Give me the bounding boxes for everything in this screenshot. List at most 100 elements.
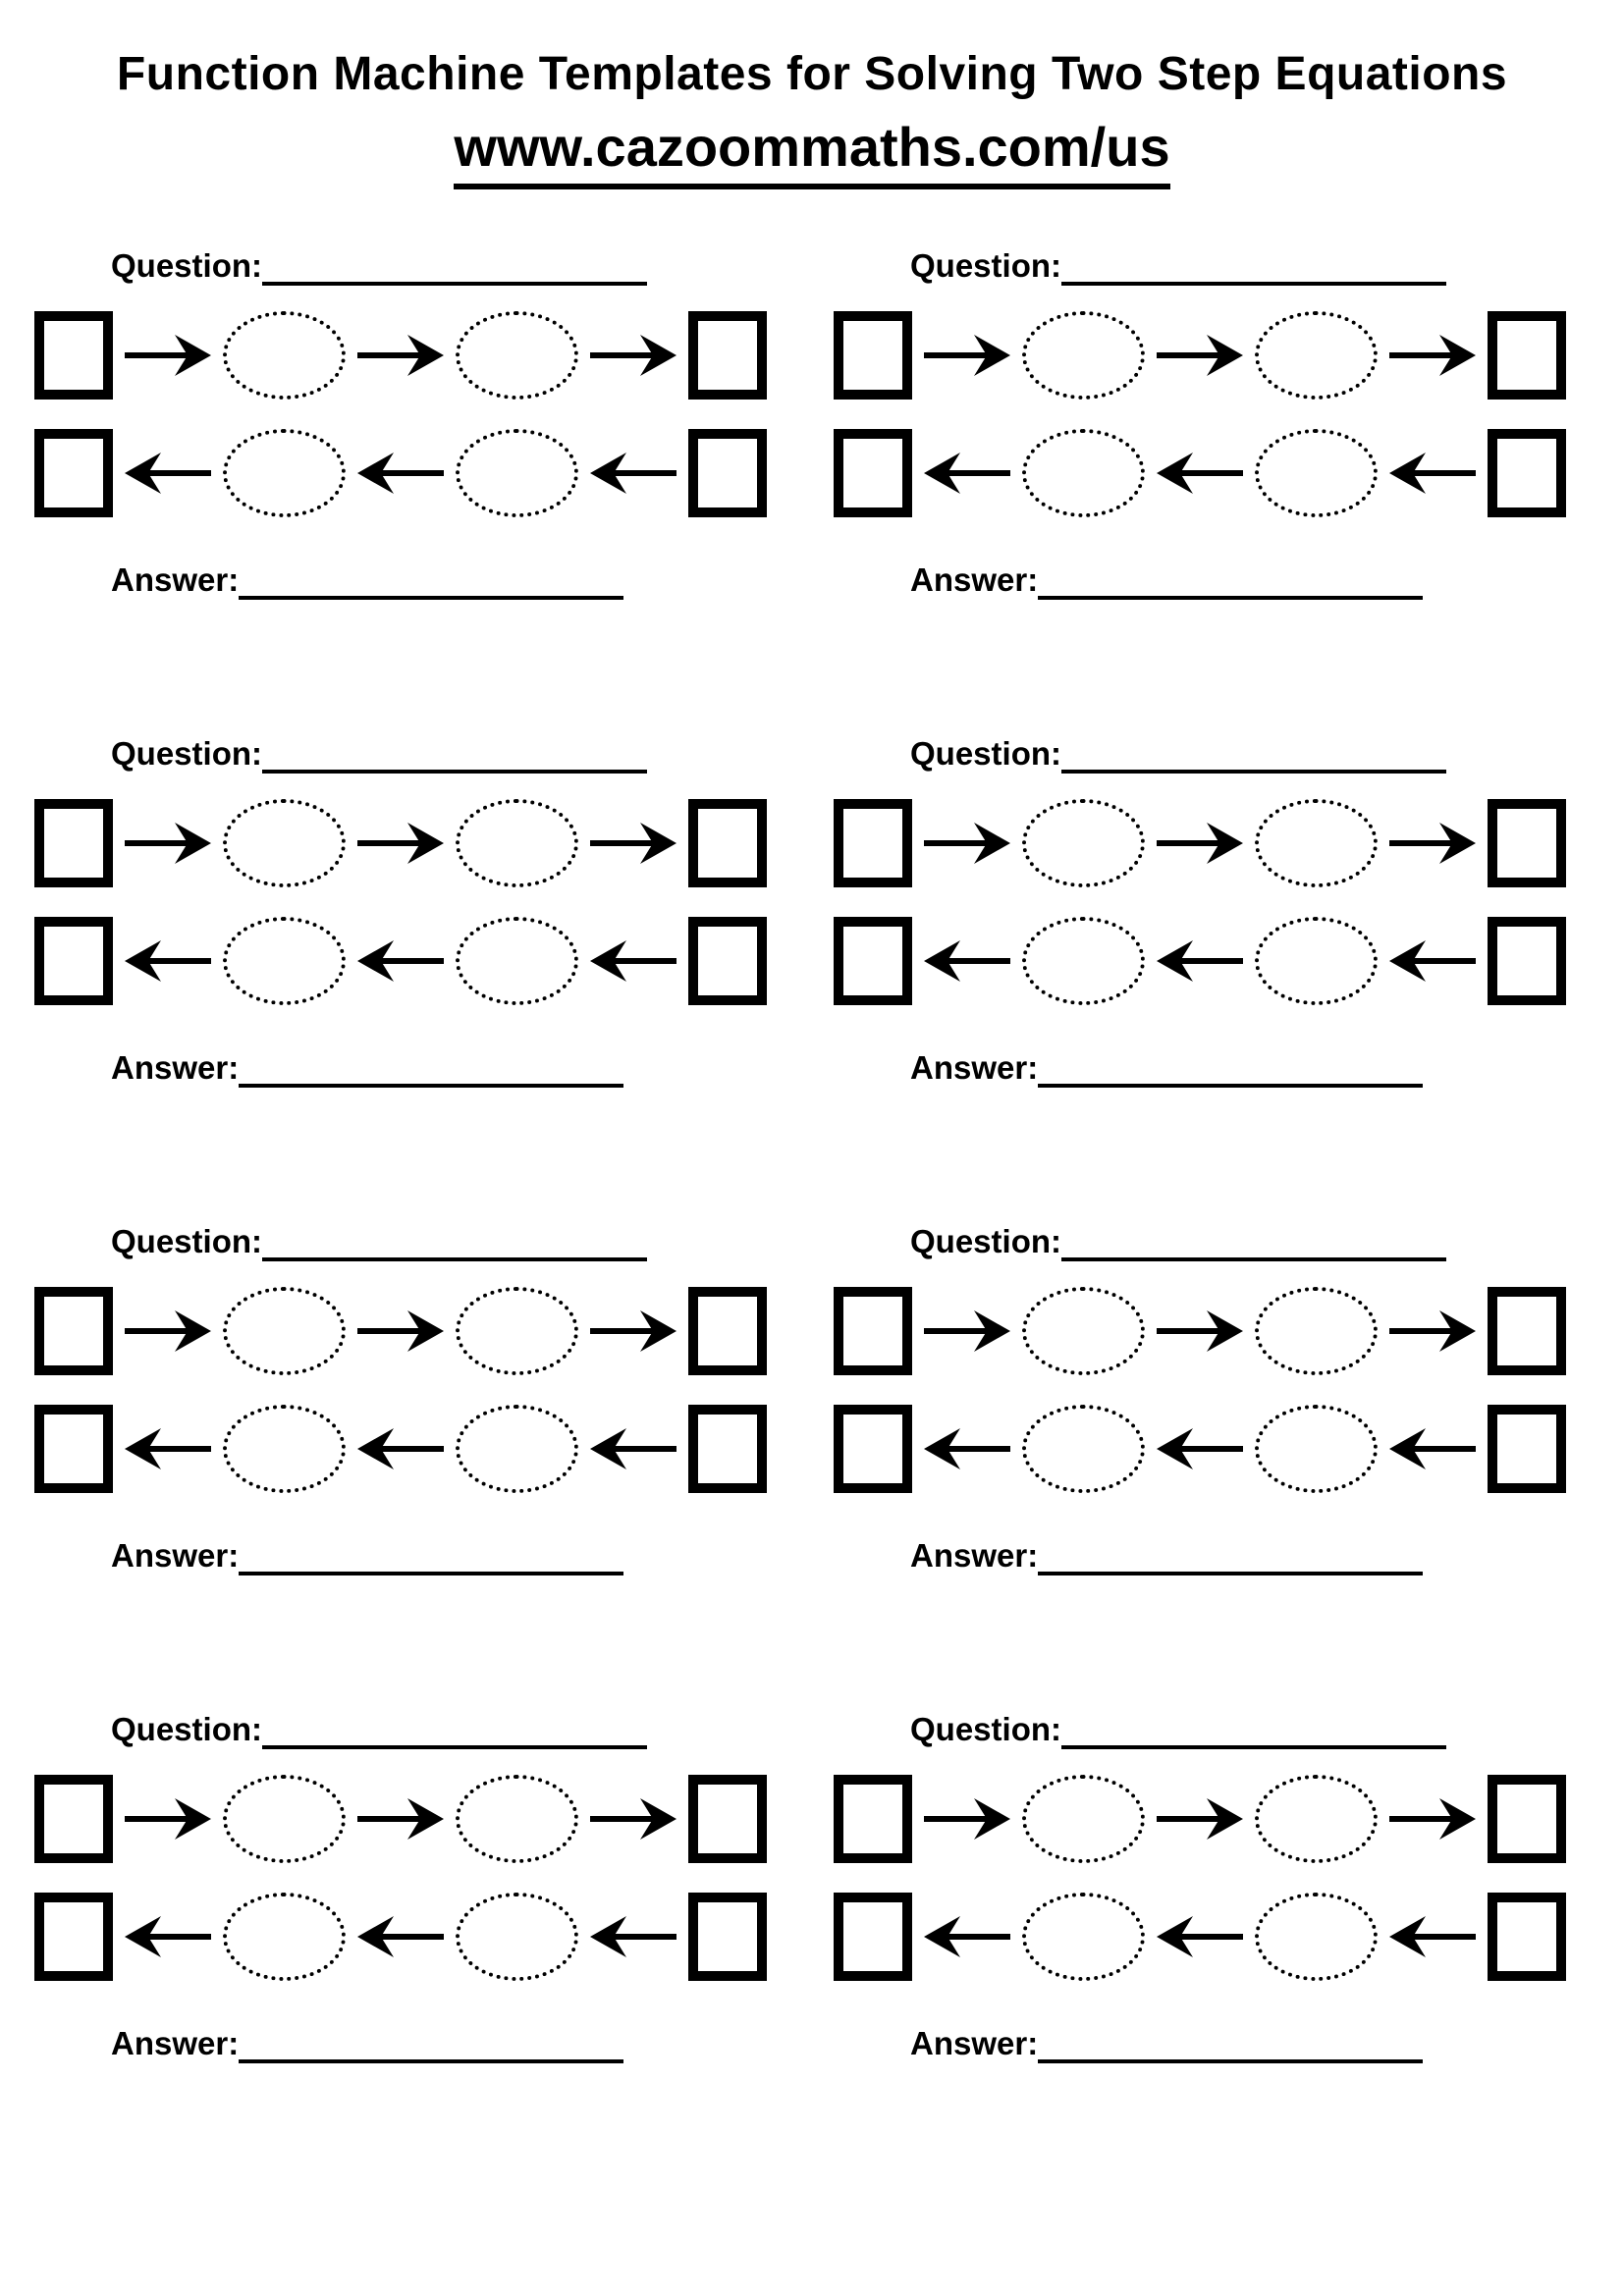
start-box [1488,1404,1566,1493]
question-blank-line [1061,1708,1446,1749]
output-box [1488,1774,1566,1863]
question-blank-line [262,732,647,774]
answer-row: Answer: [834,559,1590,600]
arrow-left-icon [1157,1915,1243,1957]
arrow-right-icon [590,334,677,376]
operation-oval [1022,310,1145,400]
arrow-right-icon [125,1797,211,1840]
answer-label: Answer: [910,2025,1039,2062]
arrow-right-icon [125,1309,211,1352]
operation-oval [1022,1286,1145,1375]
arrow-left-icon [1389,452,1476,494]
inverse-operation-oval [456,916,578,1005]
input-box [834,1774,912,1863]
arrow-left-icon [125,452,211,494]
result-box [834,1404,912,1493]
inverse-operation-oval [456,1892,578,1981]
answer-label: Answer: [111,1537,240,1575]
arrow-right-icon [590,1309,677,1352]
question-blank-line [1061,244,1446,286]
operation-oval [456,1774,578,1863]
inverse-operation-oval [223,1892,346,1981]
arrow-left-icon [125,1427,211,1469]
arrow-right-icon [357,1309,444,1352]
answer-row: Answer: [34,559,790,600]
machines-grid: Question: [0,244,1624,2196]
arrow-right-icon [924,822,1010,864]
input-box [34,798,113,887]
result-box [34,1404,113,1493]
forward-machine-row [34,798,790,887]
arrow-left-icon [590,452,677,494]
function-machine-card: Question: [34,732,790,1220]
result-box [34,428,113,517]
forward-machine-row [834,310,1590,400]
website-link[interactable]: www.cazoommaths.com/us [454,117,1170,189]
answer-row: Answer: [34,2022,790,2063]
function-machine-card: Question: [834,732,1590,1220]
arrow-right-icon [125,334,211,376]
inverse-machine-row [34,916,790,1005]
arrow-left-icon [924,1915,1010,1957]
inverse-operation-oval [456,428,578,517]
output-box [688,1286,767,1375]
operation-oval [1022,798,1145,887]
function-machine-card: Question: [834,1220,1590,1708]
question-blank-line [262,1220,647,1261]
arrow-left-icon [924,939,1010,982]
arrow-right-icon [924,1309,1010,1352]
input-box [834,1286,912,1375]
inverse-machine-row [34,1404,790,1493]
question-label: Question: [910,735,1061,773]
inverse-machine-row [834,1404,1590,1493]
output-box [1488,798,1566,887]
function-machine-card: Question: [834,244,1590,732]
operation-oval [1255,310,1378,400]
arrow-right-icon [1389,1797,1476,1840]
answer-row: Answer: [834,1534,1590,1575]
question-row: Question: [834,732,1590,774]
operation-oval [223,798,346,887]
inverse-machine-row [834,916,1590,1005]
result-box [34,1892,113,1981]
result-box [834,916,912,1005]
inverse-machine-row [834,1892,1590,1981]
site-link-row: www.cazoommaths.com/us [0,117,1624,189]
answer-row: Answer: [834,1046,1590,1088]
question-blank-line [262,1708,647,1749]
arrow-right-icon [1389,822,1476,864]
arrow-left-icon [590,939,677,982]
question-label: Question: [111,247,262,285]
arrow-right-icon [357,1797,444,1840]
arrow-right-icon [924,334,1010,376]
answer-blank-line [1038,1534,1424,1575]
arrow-left-icon [357,939,444,982]
question-row: Question: [834,244,1590,286]
inverse-operation-oval [456,1404,578,1493]
question-label: Question: [910,1711,1061,1748]
operation-oval [1255,1774,1378,1863]
inverse-operation-oval [1022,1404,1145,1493]
forward-machine-row [834,1286,1590,1375]
answer-blank-line [239,1534,624,1575]
question-blank-line [1061,1220,1446,1261]
arrow-left-icon [924,1427,1010,1469]
result-box [834,428,912,517]
answer-label: Answer: [111,1049,240,1087]
arrow-right-icon [357,334,444,376]
answer-label: Answer: [910,1049,1039,1087]
operation-oval [456,310,578,400]
start-box [688,1892,767,1981]
inverse-operation-oval [1255,428,1378,517]
question-label: Question: [910,1223,1061,1260]
arrow-right-icon [1389,1309,1476,1352]
arrow-right-icon [357,822,444,864]
arrow-right-icon [1389,334,1476,376]
inverse-operation-oval [1255,1892,1378,1981]
arrow-right-icon [1157,1309,1243,1352]
inverse-machine-row [834,428,1590,517]
operation-oval [1255,1286,1378,1375]
answer-blank-line [1038,1046,1424,1088]
arrow-left-icon [590,1427,677,1469]
function-machine-card: Question: [834,1708,1590,2196]
